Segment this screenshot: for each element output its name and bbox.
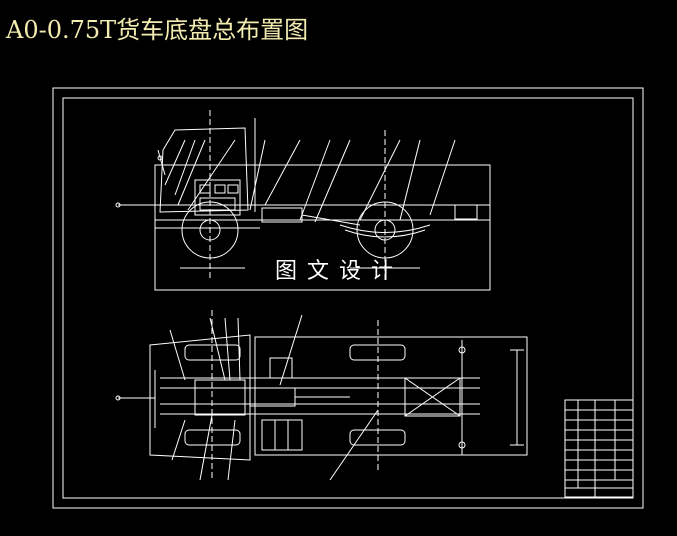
drawing-title: A0-0.75T货车底盘总布置图	[6, 16, 309, 44]
inner-drawing-frame	[62, 97, 634, 499]
title-block	[564, 399, 634, 498]
plan-view	[115, 310, 528, 481]
cab-outline	[159, 127, 249, 213]
plan-cab-outline	[149, 334, 251, 461]
watermark-text: 图文设计	[275, 259, 403, 284]
side-view	[115, 110, 491, 291]
outer-sheet-border	[52, 87, 644, 509]
plan-cargo-outline	[254, 336, 528, 456]
